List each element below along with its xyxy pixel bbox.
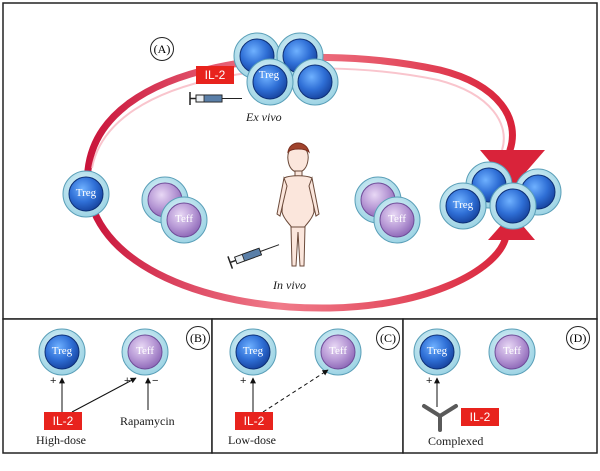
exvivo-treg-label: Treg [258, 69, 280, 81]
in-vivo-label: In vivo [273, 278, 306, 292]
panel-d-plus-treg: + [426, 375, 433, 387]
panel-c-teff-label: Teff [329, 345, 347, 357]
panel-d-caption: Complexed [428, 434, 484, 448]
cycle-ring-inner [91, 67, 505, 169]
panel-b-il2-badge: IL-2 [44, 412, 82, 430]
il2-badge-a: IL-2 [196, 66, 234, 84]
panel-b-caption: High-dose [36, 433, 86, 447]
panel-b-plus-teff: + [124, 375, 131, 387]
arrow-il2-to-teff-c [262, 369, 329, 413]
arrow-il2-to-teff-b [71, 377, 137, 413]
cycle-ring [84, 53, 516, 312]
teff-left-label: Teff [175, 213, 193, 225]
panel-b-letter: (B) [186, 326, 210, 350]
right-treg-label: Treg [452, 199, 474, 211]
panel-d-teff-label: Teff [503, 345, 521, 357]
panel-b-teff-label: Teff [136, 345, 154, 357]
cycle-arrowhead-top [480, 150, 545, 188]
ex-vivo-label: Ex vivo [246, 110, 282, 124]
panel-b-plus-treg: + [50, 375, 57, 387]
panel-d-letter: (D) [566, 326, 590, 350]
panel-c-il2-badge: IL-2 [235, 412, 273, 430]
panel-c-plus-treg: + [240, 375, 247, 387]
antibody-icon [422, 404, 458, 432]
panel-c-treg-label: Treg [242, 345, 264, 357]
syringe-icon [189, 92, 242, 105]
human-figure-icon [276, 142, 320, 267]
syringe-icon [227, 244, 280, 269]
panel-d-il2-badge: IL-2 [461, 408, 499, 426]
left-treg-label: Treg [75, 187, 97, 199]
panel-c-letter: (C) [376, 326, 400, 350]
panel-d-treg-label: Treg [426, 345, 448, 357]
panel-b-treg-label: Treg [51, 345, 73, 357]
panel-b-rapamycin: Rapamycin [120, 414, 175, 428]
panel-a-letter: (A) [150, 37, 174, 61]
panel-b-frame [2, 318, 213, 454]
panel-b-minus-teff: − [152, 375, 159, 387]
panel-c-caption: Low-dose [228, 433, 276, 447]
teff-right-label: Teff [388, 213, 406, 225]
